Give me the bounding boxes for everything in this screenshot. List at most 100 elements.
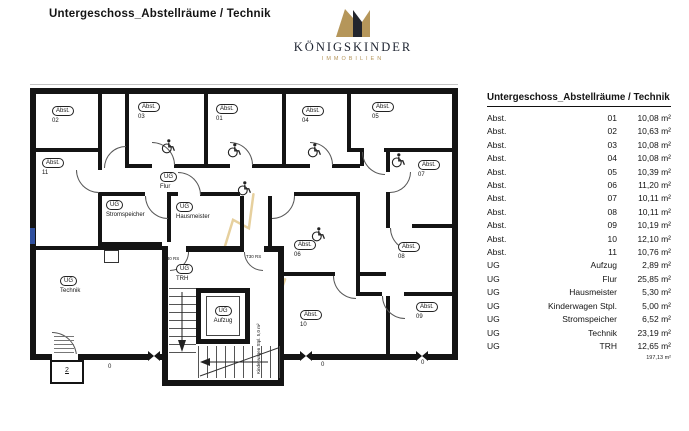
duct-box: [104, 250, 119, 263]
room-name: Flur: [160, 184, 171, 190]
room-label-abst-10: Abst. 10: [300, 308, 322, 329]
legend-row: UG Aufzug 2,89 m²: [487, 259, 671, 272]
room-tag: UG: [176, 202, 193, 212]
wall-segment: [98, 192, 145, 196]
light-well: 2: [50, 360, 84, 384]
level-mark: 0: [108, 364, 112, 370]
room-tag: UG: [176, 264, 193, 274]
wall-segment: [347, 148, 362, 152]
wall-segment: [98, 152, 102, 170]
wall-segment: [268, 196, 272, 246]
wall-segment: [30, 88, 458, 94]
legend-area: 25,85 m²: [637, 273, 671, 284]
legend-row: UG Stromspeicher 6,52 m²: [487, 313, 671, 326]
kinderwagen-text: Kinderwagen Stpl.: [256, 337, 261, 374]
legend-name: 09: [607, 220, 617, 231]
brand-tagline: IMMOBILIEN: [321, 56, 385, 62]
room-label-abst-09: Abst. 09: [416, 300, 438, 321]
wall-segment: [174, 164, 230, 168]
room-name: Aufzug: [213, 318, 233, 324]
legend-row: Abst. 11 10,76 m²: [487, 246, 671, 259]
legend-area: 6,52 m²: [642, 314, 671, 325]
page-title: Untergeschoss_Abstellräume / Technik: [49, 8, 271, 20]
wheelchair-icon: [161, 139, 175, 154]
legend-category: UG: [487, 300, 500, 311]
wall-segment: [356, 196, 360, 296]
legend-category: UG: [487, 314, 500, 325]
room-label-flur: UG Flur: [160, 170, 177, 191]
legend-area: 10,11 m²: [638, 206, 671, 217]
legend-row: Abst. 03 10,08 m²: [487, 139, 671, 152]
legend-name: TRH: [599, 340, 617, 351]
room-tag: Abst.: [302, 106, 324, 116]
wall-segment: [294, 192, 360, 196]
door-opening: [168, 246, 186, 252]
wheelchair-icon: [311, 227, 325, 242]
fire-door-label: T30 RS: [246, 254, 262, 259]
legend-name: Aufzug: [590, 260, 617, 271]
legend-category: Abst.: [487, 139, 507, 150]
legend-category: Abst.: [487, 126, 507, 137]
room-tag: Abst.: [42, 158, 64, 168]
room-number: 08: [398, 254, 405, 260]
wall-segment: [452, 88, 458, 360]
room-tag: Abst.: [216, 104, 238, 114]
room-tag: Abst.: [52, 106, 74, 116]
room-number: 05: [372, 114, 379, 120]
brand-name: KÖNIGSKINDER: [293, 40, 413, 54]
wall-segment: [272, 272, 335, 276]
wall-segment: [384, 148, 452, 152]
legend-area: 23,19 m²: [637, 327, 671, 338]
legend-area: 10,11 m²: [638, 193, 671, 204]
room-label-abst-08: Abst. 08: [398, 240, 420, 261]
wall-segment: [360, 292, 382, 296]
legend-row: Abst. 09 10,19 m²: [487, 219, 671, 232]
wall-segment: [98, 242, 162, 246]
room-number: 01: [216, 116, 223, 122]
legend-area: 10,63 m²: [637, 126, 671, 137]
room-tag: UG: [60, 276, 77, 286]
legend-area: 5,00 m²: [642, 300, 671, 311]
room-name: TRH: [176, 276, 189, 282]
legend-name: Stromspeicher: [562, 314, 617, 325]
wall-segment: [252, 164, 310, 168]
legend-row: UG Hausmeister 5,30 m²: [487, 286, 671, 299]
room-tag: UG: [106, 200, 123, 210]
legend-total: 197,13 m²: [646, 355, 671, 362]
elevator-shaft: [196, 288, 250, 344]
legend-area: 12,65 m²: [637, 340, 671, 351]
room-label-technik: UG Technik: [60, 274, 80, 295]
room-tag: UG: [214, 306, 232, 316]
legend-category: UG: [487, 273, 500, 284]
kinderwagen-area: 5,0 m²: [256, 323, 261, 337]
wall-segment: [240, 196, 244, 246]
legend-row: UG Kinderwagen Stpl. 5,00 m²: [487, 300, 671, 313]
legend-area: 10,39 m²: [637, 166, 671, 177]
legend-name: 11: [608, 247, 617, 258]
wall-marker: [30, 228, 35, 244]
wall-segment: [36, 246, 162, 250]
legend-name: 01: [607, 113, 617, 123]
legend-name: 06: [607, 180, 617, 191]
room-number: 03: [138, 114, 145, 120]
room-tag: Abst.: [294, 240, 316, 250]
legend-name: 05: [607, 166, 617, 177]
door-arc: [272, 196, 295, 219]
room-tag: Abst.: [372, 102, 394, 112]
legend-area: 11,20 m²: [638, 180, 671, 191]
room-label-stromspeicher: UG Stromspeicher: [106, 198, 145, 219]
wheelchair-icon: [227, 143, 241, 158]
wall-segment: [125, 164, 152, 168]
legend-category: Abst.: [487, 193, 507, 204]
room-tag: Abst.: [300, 310, 322, 320]
room-label-abst-03: Abst. 03: [138, 100, 160, 121]
legend-name: Hausmeister: [569, 287, 617, 298]
legend-row: Abst. 10 12,10 m²: [487, 233, 671, 246]
door-arc: [178, 172, 201, 195]
wall-segment: [125, 94, 129, 168]
level-mark: 0: [421, 360, 425, 366]
room-label-abst-04: Abst. 04: [302, 104, 324, 125]
legend-row: Abst. 06 11,20 m²: [487, 179, 671, 192]
wall-segment: [412, 224, 452, 228]
door-arc: [390, 172, 411, 193]
